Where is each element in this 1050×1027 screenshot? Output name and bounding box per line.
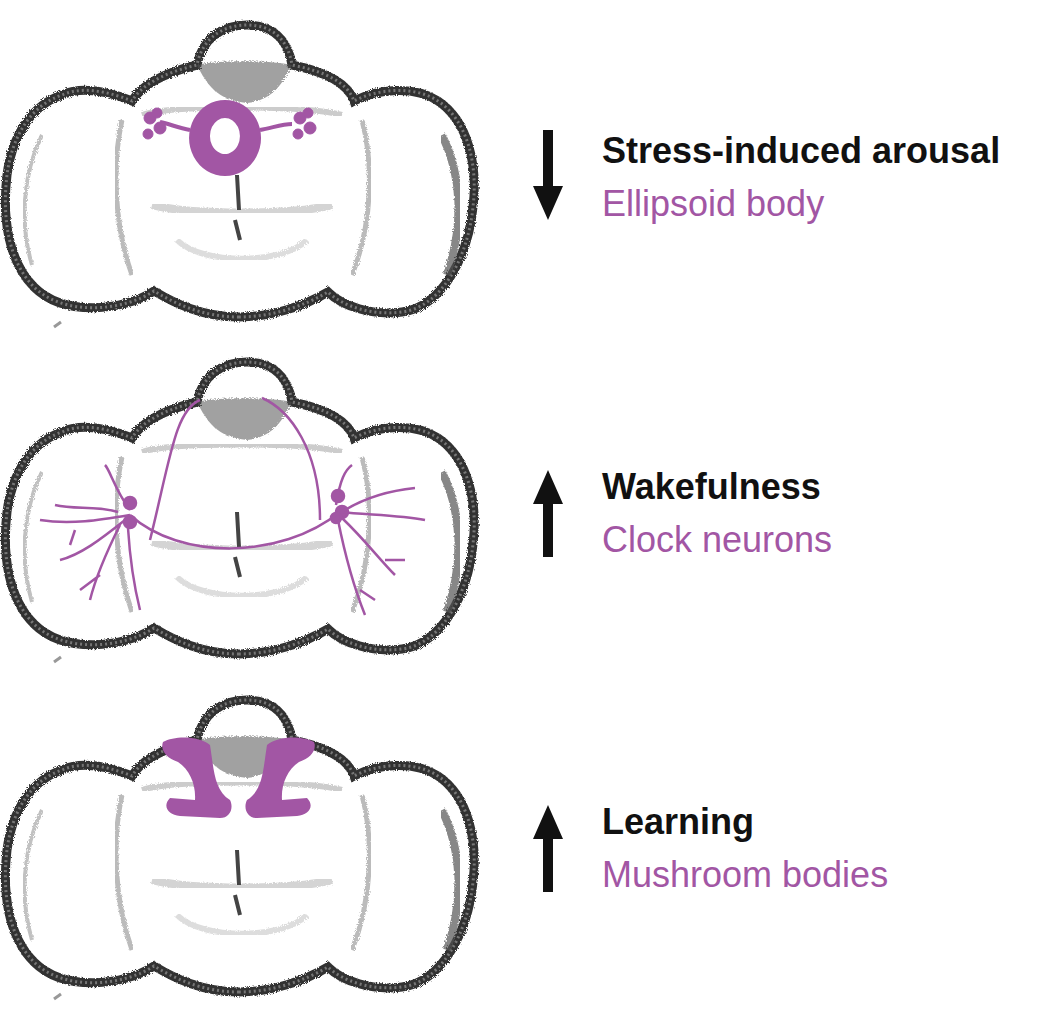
region-name: Ellipsoid body: [602, 184, 824, 224]
effect-heading: Learning: [602, 802, 754, 842]
ellipsoid-body: [143, 100, 316, 176]
effect-heading: Wakefulness: [602, 467, 821, 507]
clock-neurons: [40, 398, 425, 615]
mushroom-bodies: [162, 737, 315, 818]
direction-arrow: [533, 130, 563, 892]
region-name: Clock neurons: [602, 520, 832, 560]
region-name: Mushroom bodies: [602, 855, 888, 895]
effect-heading: Stress-induced arousal: [602, 131, 1000, 171]
tick-mark: [54, 322, 61, 999]
